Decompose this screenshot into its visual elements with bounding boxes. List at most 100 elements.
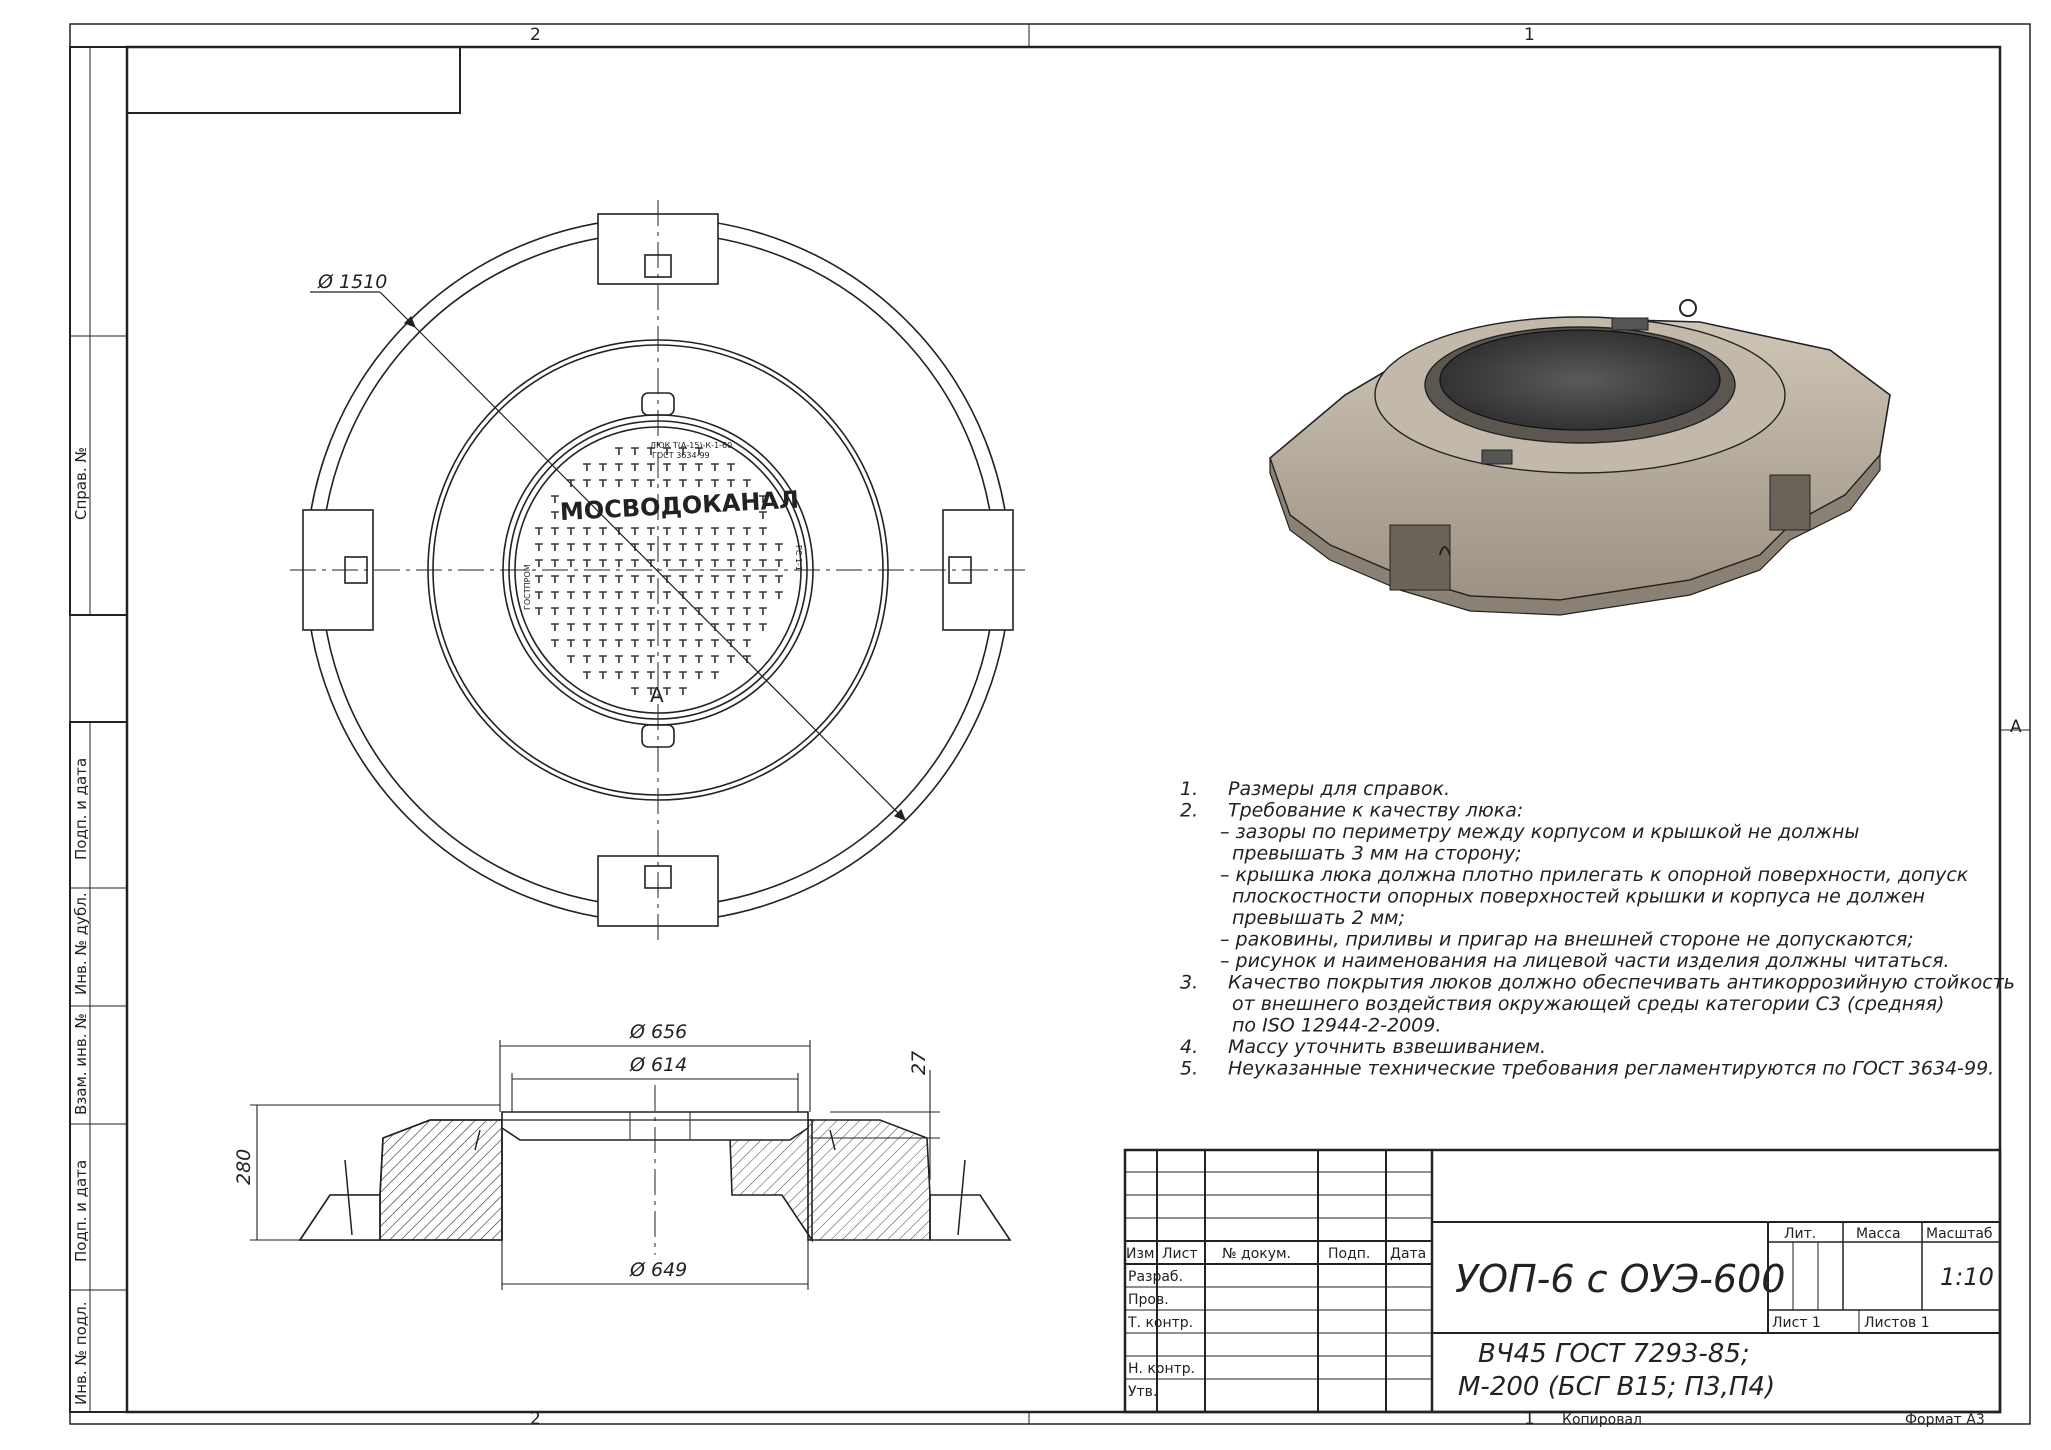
isometric-view — [1269, 299, 1891, 616]
cover-pattern-mark — [743, 479, 751, 487]
cover-pattern-mark — [743, 639, 751, 647]
cover-pattern-mark — [535, 607, 543, 615]
cover-pattern-mark — [567, 543, 575, 551]
dim-27: 27 — [908, 1051, 930, 1075]
cover-pattern-mark — [551, 575, 559, 583]
cover-pattern-mark — [631, 527, 639, 535]
cover-pattern-mark — [759, 575, 767, 583]
cover-side-right: РС 1-1 — [794, 545, 803, 571]
cover-pattern-mark — [599, 639, 607, 647]
footer-format: Формат А3 — [1905, 1412, 1985, 1428]
cover-pattern-mark — [679, 591, 687, 599]
note-number: 4. — [1180, 1036, 1198, 1058]
title-block — [1123, 1148, 2002, 1414]
cover-pattern-mark — [535, 543, 543, 551]
cover-pattern-mark — [711, 527, 719, 535]
cover-pattern-mark — [599, 559, 607, 567]
note-line: – раковины, приливы и пригар на внешней … — [1220, 929, 1914, 951]
cover-pattern-mark — [679, 447, 687, 455]
cover-pattern-mark — [615, 559, 623, 567]
cover-pattern-mark — [695, 575, 703, 583]
dim-656: Ø 656 — [629, 1021, 687, 1043]
cover-pattern-mark — [599, 479, 607, 487]
zone-top-left: 2 — [530, 25, 541, 45]
strip-podp-1: Подп. и дата — [72, 758, 90, 860]
cover-pattern-mark — [631, 479, 639, 487]
note-line: Размеры для справок. — [1228, 778, 1450, 800]
tb-podp: Подп. — [1328, 1246, 1370, 1262]
note-number: 5. — [1180, 1058, 1198, 1080]
cover-pattern-mark — [695, 479, 703, 487]
cover-small-top: ЛЮК Т(А-15)-К-1-60 — [650, 441, 732, 450]
note-number: 2. — [1180, 800, 1198, 822]
section-dims — [250, 1040, 940, 1290]
cover-pattern-mark — [583, 559, 591, 567]
tb-list: Лист — [1162, 1246, 1197, 1262]
tb-prov: Пров. — [1128, 1292, 1169, 1308]
note-line: Неуказанные технические требования регла… — [1228, 1058, 1994, 1080]
notes: 1.Размеры для справок.2.Требование к кач… — [1180, 778, 2015, 1080]
cover-pattern-mark — [711, 463, 719, 471]
cover-pattern-mark — [663, 559, 671, 567]
cover-pattern-mark — [631, 575, 639, 583]
cover-pattern-mark — [599, 575, 607, 583]
note-line: – зазоры по периметру между корпусом и к… — [1220, 821, 1859, 843]
cover-pattern-mark — [535, 591, 543, 599]
cover-pattern-mark — [647, 591, 655, 599]
cover-pattern-mark — [599, 527, 607, 535]
cover-pattern-mark — [727, 559, 735, 567]
cover-pattern-mark — [615, 463, 623, 471]
cover-pattern-mark — [679, 623, 687, 631]
cover-pattern-mark — [679, 671, 687, 679]
cover-pattern-mark — [679, 479, 687, 487]
cover-pattern-mark — [759, 559, 767, 567]
footer-copied: Копировал — [1562, 1412, 1642, 1428]
note-line: – крышка люка должна плотно прилегать к … — [1220, 864, 1969, 886]
cover-pattern-mark — [567, 639, 575, 647]
cover-pattern-mark — [711, 655, 719, 663]
cover-pattern-mark — [711, 575, 719, 583]
cover-pattern-mark — [599, 463, 607, 471]
tb-data: Дата — [1390, 1246, 1426, 1262]
cover-pattern-mark — [743, 575, 751, 583]
cover-pattern-mark — [695, 639, 703, 647]
cover-pattern-mark — [599, 591, 607, 599]
cover-pattern-mark — [663, 623, 671, 631]
cover-pattern-mark — [727, 639, 735, 647]
cover-pattern-mark — [695, 527, 703, 535]
cover-pattern-mark — [711, 543, 719, 551]
diameter-1510-label: Ø 1510 — [317, 271, 387, 293]
cover-pattern-mark — [599, 671, 607, 679]
strip-podp-2: Подп. и дата — [72, 1160, 90, 1262]
cover-pattern-mark — [663, 655, 671, 663]
cover-pattern-mark — [647, 463, 655, 471]
cover-pattern-mark — [743, 655, 751, 663]
cover-pattern-mark — [631, 463, 639, 471]
cover-letter: А — [650, 683, 664, 707]
tb-massa: Масса — [1856, 1226, 1901, 1242]
left-strip — [69, 46, 128, 1413]
cover-pattern-mark — [551, 639, 559, 647]
zone-bottom-right: 1 — [1524, 1409, 1535, 1429]
cover-pattern-mark — [567, 623, 575, 631]
note-number: 3. — [1180, 972, 1198, 994]
cover-pattern-mark — [679, 607, 687, 615]
cover-pattern-mark — [583, 655, 591, 663]
strip-sprav: Справ. № — [72, 447, 90, 520]
cover-pattern-mark — [695, 623, 703, 631]
cover-pattern-mark — [583, 463, 591, 471]
tb-masshtab: Масштаб — [1926, 1226, 1993, 1242]
cover-pattern-mark — [695, 655, 703, 663]
cover-pattern-mark — [551, 607, 559, 615]
cover-pattern-mark — [599, 543, 607, 551]
cover-pattern-mark — [647, 479, 655, 487]
cover-pattern-mark — [727, 527, 735, 535]
cover-pattern-mark — [679, 639, 687, 647]
cover-pattern-mark — [567, 591, 575, 599]
cover-pattern-mark — [727, 543, 735, 551]
cover-pattern-mark — [679, 559, 687, 567]
cover-pattern-mark — [583, 527, 591, 535]
cover-pattern-mark — [583, 479, 591, 487]
dim-614: Ø 614 — [629, 1054, 687, 1076]
